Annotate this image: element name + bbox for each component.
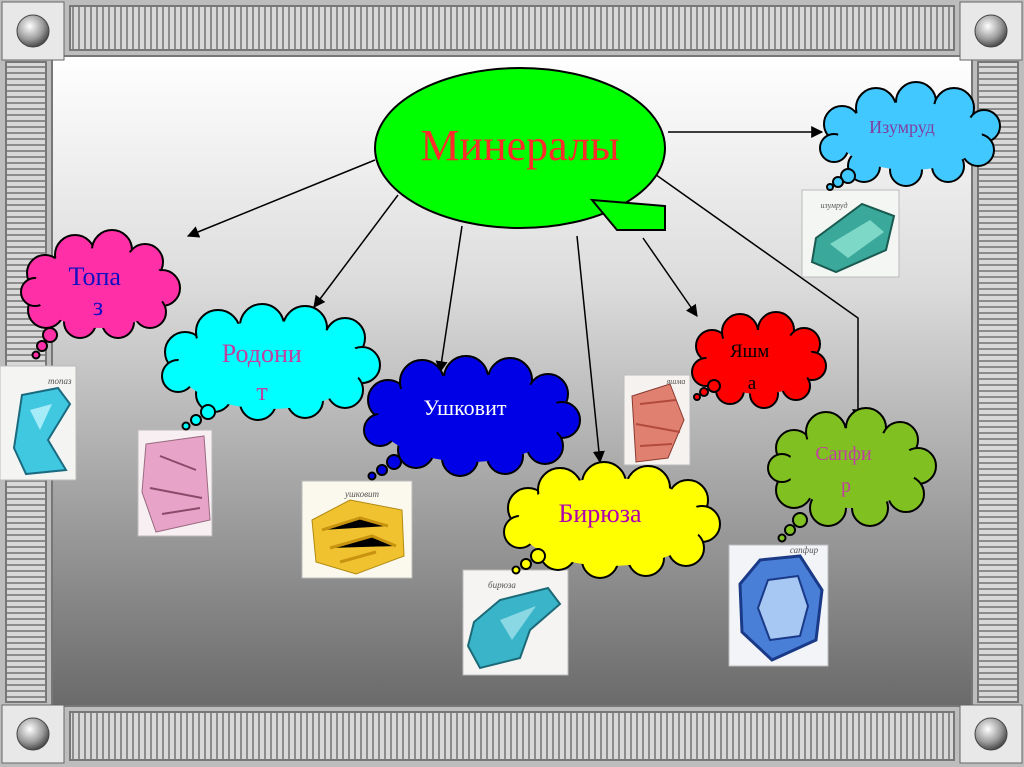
center-node: Минералы — [374, 67, 666, 231]
emerald-label: Изумруд — [869, 117, 935, 137]
jasper-node: Яшм а — [691, 311, 827, 409]
topaz-node: Топа з — [20, 229, 181, 360]
topaz-label-1: Топа — [69, 262, 122, 291]
svg-text:Сапфи р: Сапфи р — [815, 443, 876, 497]
sapphire-label-1: Сапфи — [815, 443, 872, 465]
topaz-caption: топаз — [48, 376, 72, 386]
frame-corner — [959, 1, 1023, 61]
ushkovite-caption: ушковит — [344, 489, 380, 499]
emerald-node: Изумруд — [819, 81, 1001, 191]
frame-corner — [959, 704, 1023, 764]
emerald-caption: изумруд — [821, 201, 848, 210]
turquoise-photo: бирюза — [462, 569, 569, 676]
ushkovite-label: Ушковит — [424, 395, 507, 420]
jasper-label-2: а — [748, 373, 757, 394]
ushkovite-node: Ушковит — [363, 355, 581, 481]
rhodonite-label-1: Родони — [222, 339, 302, 368]
sapphire-node: Сапфи р — [767, 407, 937, 543]
rhodonite-photo — [137, 429, 213, 537]
topaz-photo: топаз — [0, 365, 77, 481]
turquoise-caption: бирюза — [488, 580, 516, 590]
arrow-to-ushkovite — [435, 225, 463, 374]
topaz-label-2: з — [93, 292, 103, 321]
sapphire-label-2: р — [841, 475, 851, 497]
svg-text:Топа з: Топа з — [69, 262, 128, 321]
jasper-label-1: Яшм — [730, 341, 769, 362]
sapphire-photo: сапфир — [728, 544, 829, 667]
arrow-to-sapphire — [651, 171, 864, 422]
center-title: Минералы — [420, 121, 619, 170]
rhodonite-label-2: т — [256, 377, 267, 406]
emerald-photo: изумруд — [801, 189, 900, 278]
arrow-to-jasper — [642, 237, 698, 317]
turquoise-node: Бирюза — [503, 461, 721, 579]
turquoise-label: Бирюза — [558, 499, 642, 528]
svg-text:Родони т: Родони т — [222, 339, 309, 406]
jasper-photo: яшма — [623, 374, 691, 466]
arrow-to-topaz — [186, 159, 376, 238]
mineral-photos: топаз ушковит бирюза яшма — [0, 189, 900, 676]
arrow-to-rhodonite — [313, 194, 399, 308]
frame-corner — [1, 1, 65, 61]
ushkovite-photo: ушковит — [301, 480, 413, 579]
arrow-to-turquoise — [576, 235, 605, 464]
frame-corner — [1, 704, 65, 764]
rhodonite-node: Родони т — [161, 303, 381, 431]
jasper-caption: яшма — [666, 377, 686, 386]
connector-arrows — [186, 126, 864, 464]
sapphire-caption: сапфир — [790, 545, 819, 555]
svg-text:Яшм а: Яшм а — [730, 341, 774, 394]
